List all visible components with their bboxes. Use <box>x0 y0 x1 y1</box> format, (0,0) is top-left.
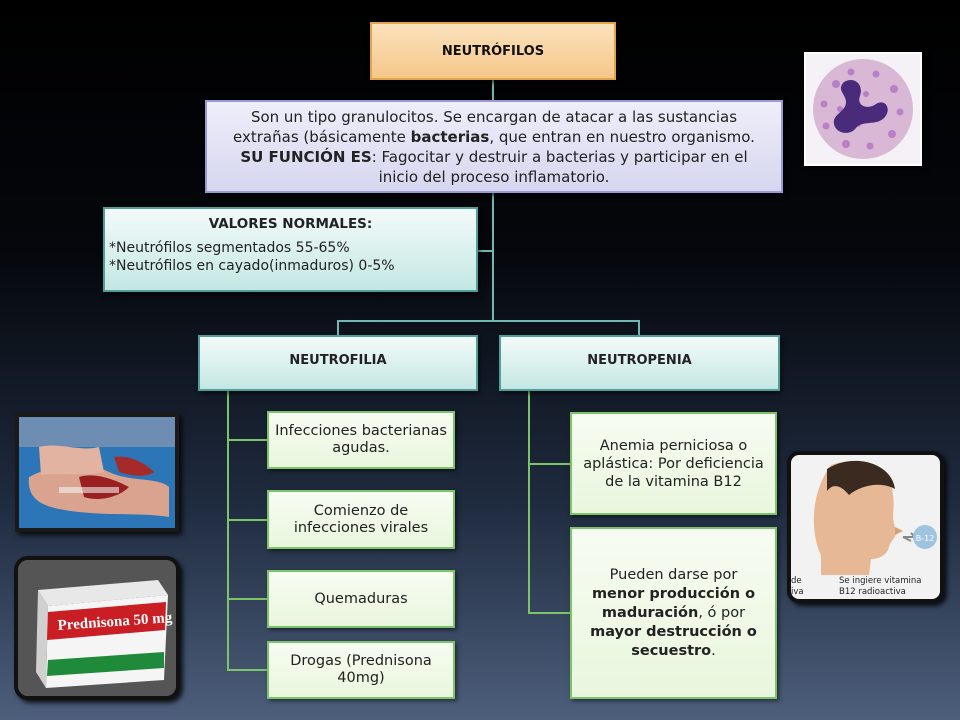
description-line-2: extrañas (básicamente bacterias, que ent… <box>233 127 755 146</box>
burn-feet-image <box>15 413 179 532</box>
medication-box-image: Prednisona 50 mg <box>14 556 180 700</box>
neutropenia-item-2: Pueden darse por menor producción o madu… <box>570 527 777 699</box>
neutropenia-item-1: Anemia perniciosa o aplástica: Por defic… <box>570 412 777 515</box>
neutrophil-cell-image <box>804 52 922 166</box>
normal-values-item-1: *Neutrófilos segmentados 55-65% <box>109 240 350 256</box>
neutrofilia-item-1: Infecciones bacterianas agudas. <box>267 411 455 469</box>
vitamin-b12-image: B-12 Se ingiere vitamina B12 radioactiva… <box>787 451 944 603</box>
connector-branch-left <box>337 320 339 336</box>
connector-neutrofilia-2 <box>227 519 267 521</box>
neutrofilia-node: NEUTROFILIA <box>198 335 478 391</box>
connector-neutrofilia-3 <box>227 598 267 600</box>
connector-neutropenia-1 <box>528 463 570 465</box>
neutrofilia-item-4: Drogas (Prednisona 40mg) <box>267 641 455 699</box>
b12-caption-line-1: Se ingiere vitamina <box>839 576 921 586</box>
connector-neutropenia-vertical <box>528 390 530 614</box>
neutropenia-node: NEUTROPENIA <box>499 335 780 391</box>
root-title: NEUTRÓFILOS <box>441 43 545 59</box>
description-node: Son un tipo granulocitos. Se encargan de… <box>205 100 783 193</box>
connector-branch-right <box>638 320 640 336</box>
neutropenia-title: NEUTROPENIA <box>587 353 692 368</box>
normal-values-item-2: *Neutrófilos en cayado(inmaduros) 0-5% <box>109 258 395 274</box>
connector-neutrofilia-vertical <box>227 390 229 670</box>
b12-caption-line-2: B12 radioactiva <box>839 587 906 597</box>
b12-badge-text: B-12 <box>916 534 935 543</box>
connector-branch-horizontal <box>337 320 640 322</box>
connector-neutrofilia-4 <box>227 669 267 671</box>
neutrofilia-item-3: Quemaduras <box>267 570 455 628</box>
description-line-3: SU FUNCIÓN ES: Fagocitar y destruir a ba… <box>240 147 748 166</box>
neutrofilia-title: NEUTROFILIA <box>289 353 387 368</box>
description-line-4: inicio del proceso inflamatorio. <box>378 167 610 186</box>
connector-neutrofilia-1 <box>227 439 267 441</box>
root-node: NEUTRÓFILOS <box>370 22 616 80</box>
normal-values-node: VALORES NORMALES: *Neutrófilos segmentad… <box>103 207 478 292</box>
b12-caption-left-2: iva <box>791 587 804 597</box>
connector-root-vertical <box>492 80 494 320</box>
b12-caption-left-1: de <box>791 576 802 586</box>
connector-neutropenia-2 <box>528 612 570 614</box>
description-line-1: Son un tipo granulocitos. Se encargan de… <box>250 107 738 126</box>
normal-values-title: VALORES NORMALES: <box>208 216 373 232</box>
neutrofilia-item-2: Comienzo de infecciones virales <box>267 490 455 549</box>
connector-normal-values <box>478 250 494 252</box>
